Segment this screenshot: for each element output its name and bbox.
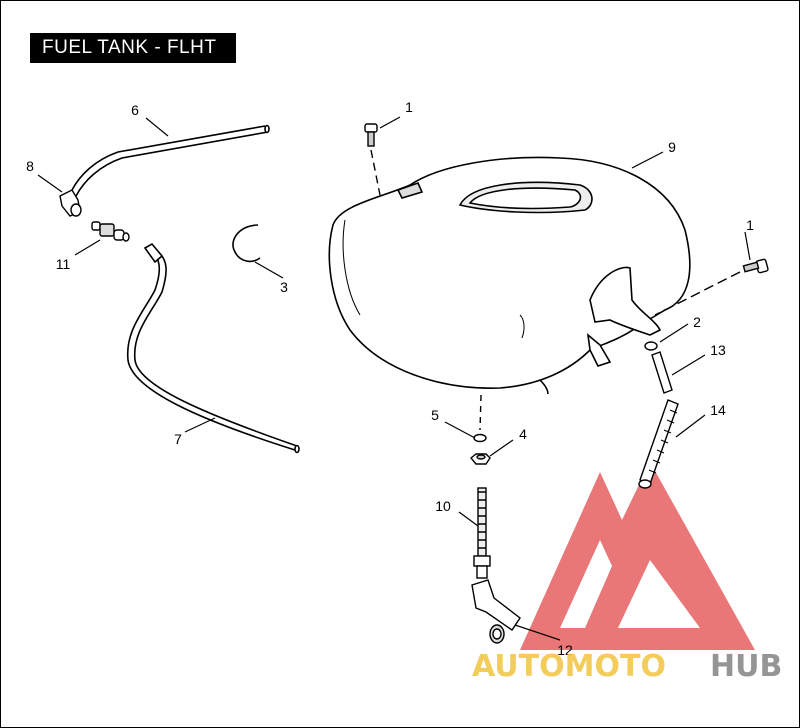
fuel-fitting-part-12 <box>471 579 521 644</box>
watermark-text-automoto: AUTOMOTO <box>472 649 666 684</box>
watermark-text-hub: HUB <box>710 649 782 684</box>
callout-12: 12 <box>557 642 573 658</box>
fuel-line-hardware <box>470 394 491 465</box>
fuel-tank-part-9 <box>328 156 691 395</box>
valve-part-11 <box>91 221 130 242</box>
callout-1-upper: 1 <box>405 99 413 115</box>
vent-hose-part-6 <box>71 124 270 197</box>
callout-2: 2 <box>693 314 701 330</box>
watermark-logo <box>520 462 755 650</box>
callout-11: 11 <box>56 256 71 272</box>
elbow-fitting-part-8 <box>59 189 82 217</box>
fuel-strainer-part-10 <box>473 487 491 579</box>
callout-6: 6 <box>131 102 139 118</box>
braided-hose-part-14 <box>638 399 679 489</box>
callout-4: 4 <box>519 426 527 442</box>
washer-part-5 <box>473 433 487 443</box>
leader-lines <box>37 116 751 641</box>
screw-part-1-upper <box>364 123 381 196</box>
watermark-wordmark: AUTOMOTO HUB <box>472 649 782 684</box>
callout-5: 5 <box>431 407 439 423</box>
screw-part-1-right <box>654 258 769 316</box>
callout-13: 13 <box>710 342 726 358</box>
callout-10: 10 <box>435 498 451 514</box>
grommet-part-2 <box>644 341 658 351</box>
callout-1-right: 1 <box>746 217 754 233</box>
callout-14: 14 <box>710 402 726 418</box>
vent-hose-part-7 <box>127 242 300 454</box>
callouts: 1 1 2 3 4 5 6 7 8 9 10 11 12 13 14 <box>26 99 754 658</box>
callout-8: 8 <box>26 158 34 174</box>
retaining-clip-part-3 <box>232 224 261 263</box>
callout-9: 9 <box>668 139 676 155</box>
diagram-title: FUEL TANK - FLHT <box>30 33 236 63</box>
callout-7: 7 <box>174 431 182 447</box>
hose-part-13 <box>651 351 673 394</box>
callout-3: 3 <box>280 279 288 295</box>
